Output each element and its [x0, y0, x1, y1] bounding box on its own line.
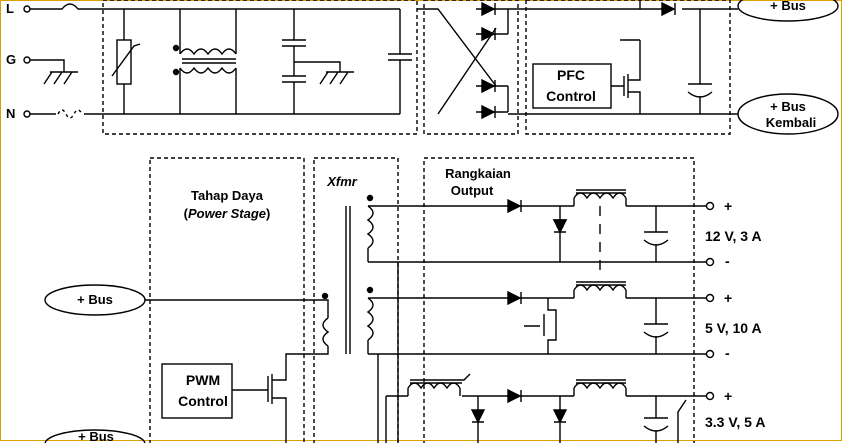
input-terminals: L G N: [6, 1, 104, 121]
cap-3v3: [643, 396, 669, 443]
pfc-stage: [508, 0, 738, 115]
out-5v-minus: -: [725, 345, 730, 361]
output-3v3: [377, 354, 706, 443]
bus-plus-out-ellipse: [737, 0, 839, 22]
emi-filter-box: [102, 0, 418, 135]
transformer-label: Xfmr: [326, 174, 358, 189]
rectifier-diodes: [481, 1, 496, 120]
line-terminal: [23, 5, 31, 13]
neutral-terminal: [23, 110, 31, 118]
pfc-mosfet: [611, 60, 641, 114]
neutral-label: N: [6, 106, 15, 121]
ground-symbol: [30, 59, 78, 85]
output-5v: [368, 262, 706, 443]
mag-amp-choke: [407, 382, 461, 390]
out-5v-rating: 5 V, 10 A: [705, 320, 762, 336]
choke-bottom-coil: [179, 66, 237, 74]
transformer-core: [345, 206, 351, 354]
choke-5v: [573, 284, 627, 292]
ground-label: G: [6, 52, 16, 67]
filter-ground: [294, 61, 354, 85]
terminal-12v-plus[interactable]: [705, 201, 715, 211]
terminal-12v-minus[interactable]: [705, 257, 715, 267]
pfc-boost-diode: [661, 1, 676, 17]
out-12v-plus: +: [724, 198, 732, 214]
y-capacitors: [282, 9, 306, 114]
choke-3v3: [573, 382, 627, 390]
terminal-5v-plus[interactable]: [705, 293, 715, 303]
output-terminals: [705, 201, 715, 401]
bridge-rectifier-box: [423, 0, 519, 135]
ground-terminal: [23, 56, 31, 64]
bridge-rectifier: [417, 1, 540, 120]
output-circuit-box: [423, 157, 695, 443]
out-5v-plus: +: [724, 290, 732, 306]
primary-winding: [322, 317, 330, 347]
bus-return-out-ellipse: [737, 93, 839, 135]
terminal-5v-minus[interactable]: [705, 349, 715, 359]
output-title-1: Rangkaian: [445, 166, 511, 181]
varistor-icon: [116, 39, 132, 85]
bus-plus-out-label: + Bus: [770, 0, 806, 13]
pwm-label-1: PWM: [186, 372, 220, 388]
pwm-control-block: [161, 363, 233, 419]
bus-return-in-ellipse: [44, 429, 146, 443]
out-3v3-plus: +: [724, 388, 732, 404]
bus-plus-in-label: + Bus: [77, 292, 113, 307]
terminal-3v3-plus[interactable]: [705, 391, 715, 401]
primary-mosfet: [232, 346, 329, 443]
pfc-label-2: Control: [546, 88, 596, 104]
sync-rect-mosfet: [524, 298, 557, 354]
pfc-stage-box: [525, 0, 731, 135]
power-stage-title-2: (Power Stage): [184, 206, 271, 221]
secondary-winding-12v: [366, 205, 374, 249]
out-12v-minus: -: [725, 253, 730, 269]
output-title-2: Output: [451, 183, 494, 198]
cap-12v: [643, 206, 669, 262]
cap-5v: [643, 298, 669, 354]
bus-return-in-label: + Bus: [78, 429, 114, 443]
bus-return-out-label-1: + Bus: [770, 99, 806, 114]
bus-return-out-label-2: Kembali: [766, 115, 817, 130]
pwm-label-2: Control: [178, 393, 228, 409]
choke-top-coil: [179, 48, 237, 56]
transformer: [321, 194, 378, 354]
choke-12v: [573, 192, 627, 200]
x-capacitor: [388, 9, 412, 114]
primary-feed: [145, 299, 329, 318]
line-fuse: [30, 3, 90, 10]
output-12v: [368, 189, 706, 270]
secondary-winding-5v: [366, 297, 374, 341]
out-3v3-rating: 3.3 V, 5 A: [705, 414, 765, 430]
power-stage-title-1: Tahap Daya: [191, 188, 264, 203]
power-stage-box: [149, 157, 305, 443]
transformer-box: [313, 157, 399, 443]
bulk-capacitor: [687, 9, 713, 114]
pfc-label-1: PFC: [557, 67, 585, 83]
line-label: L: [6, 1, 14, 16]
out-12v-rating: 12 V, 3 A: [705, 228, 762, 244]
neutral-dashed: [57, 109, 83, 119]
emi-filter: [90, 8, 412, 115]
